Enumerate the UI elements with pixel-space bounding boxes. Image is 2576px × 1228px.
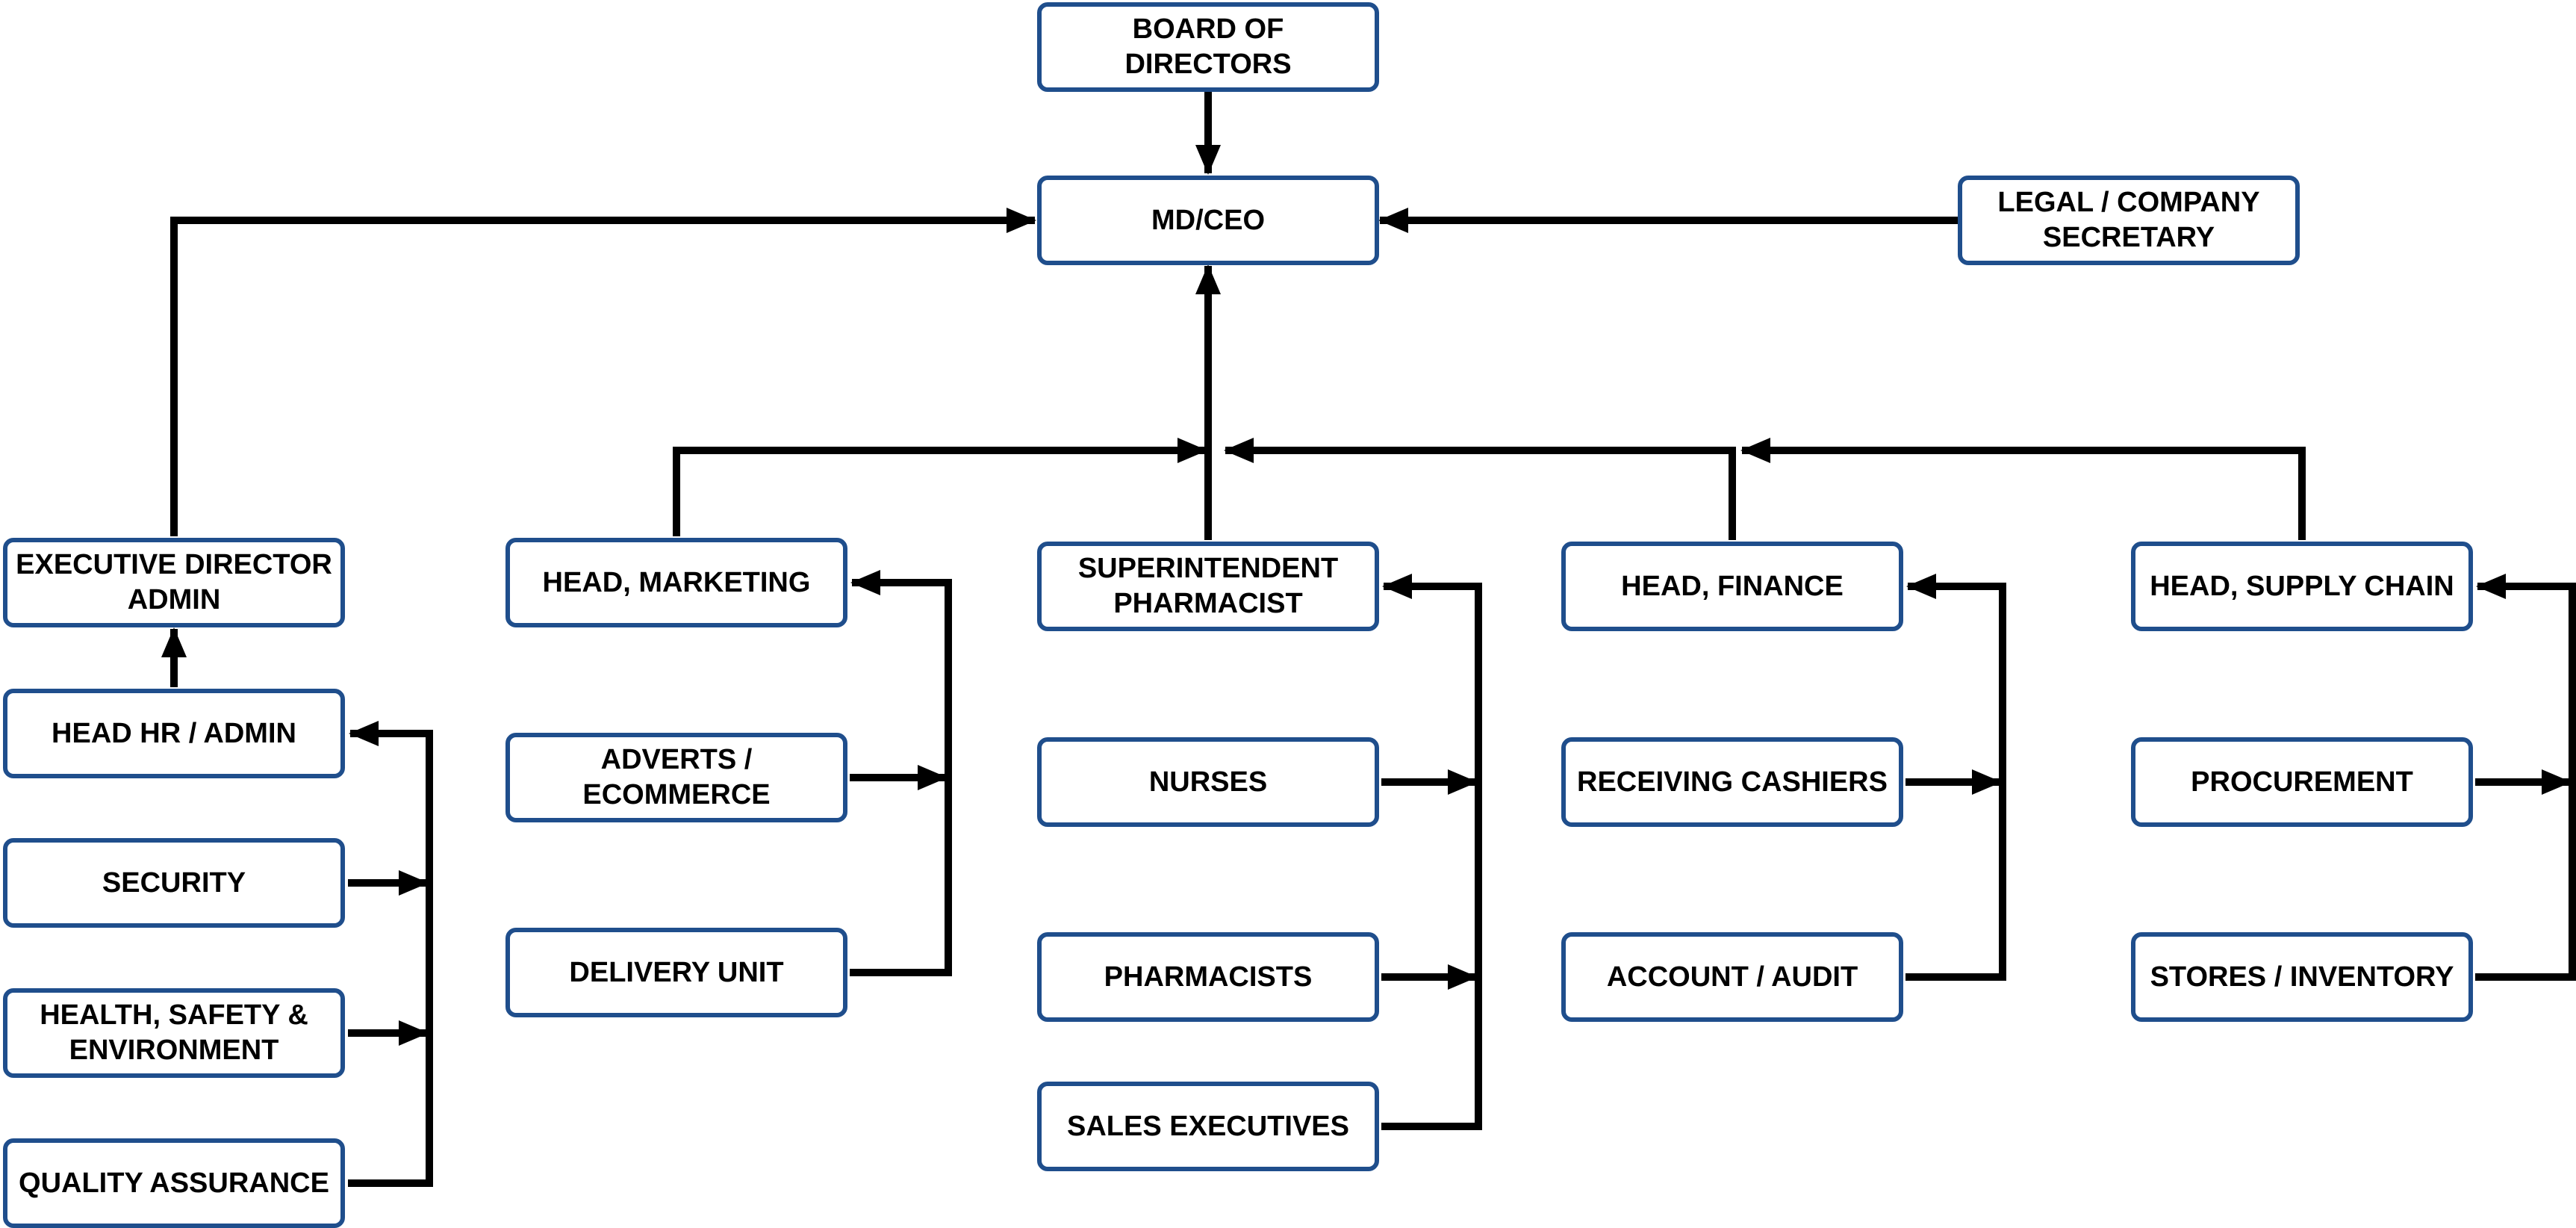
executive-director-admin-box: EXECUTIVE DIRECTOR ADMIN — [3, 538, 345, 627]
superintendent-pharmacist-box: SUPERINTENDENT PHARMACIST — [1037, 542, 1379, 631]
md-ceo-box: MD/CEO — [1037, 176, 1379, 265]
head-supply-chain-box: HEAD, SUPPLY CHAIN — [2131, 542, 2473, 631]
legal-company-secretary-box: LEGAL / COMPANY SECRETARY — [1958, 176, 2300, 265]
head-finance-box: HEAD, FINANCE — [1561, 542, 1903, 631]
connector-audit-bracket — [1905, 574, 2006, 981]
connector-qa-bracket — [348, 721, 433, 1187]
connector-marketing-to-ceo — [673, 438, 1207, 536]
connector-stores-bracket — [2475, 574, 2576, 981]
pharmacists-box: PHARMACISTS — [1037, 932, 1379, 1022]
health-safety-environment-box: HEALTH, SAFETY & ENVIRONMENT — [3, 988, 345, 1078]
adverts-ecommerce-box: ADVERTS / ECOMMERCE — [505, 733, 847, 822]
delivery-unit-box: DELIVERY UNIT — [505, 928, 847, 1017]
connector-supply-to-ceo — [1740, 438, 2306, 540]
connector-finance-to-ceo — [1224, 438, 1736, 540]
head-hr-admin-box: HEAD HR / ADMIN — [3, 689, 345, 778]
procurement-box: PROCUREMENT — [2131, 737, 2473, 827]
account-audit-box: ACCOUNT / AUDIT — [1561, 932, 1903, 1022]
security-box: SECURITY — [3, 838, 345, 928]
connector-delivery-bracket — [850, 570, 952, 976]
head-marketing-box: HEAD, MARKETING — [505, 538, 847, 627]
quality-assurance-box: QUALITY ASSURANCE — [3, 1138, 345, 1228]
board-of-directors-box: BOARD OF DIRECTORS — [1037, 2, 1379, 92]
nurses-box: NURSES — [1037, 737, 1379, 827]
receiving-cashiers-box: RECEIVING CASHIERS — [1561, 737, 1903, 827]
connector-sales-bracket — [1381, 574, 1482, 1130]
stores-inventory-box: STORES / INVENTORY — [2131, 932, 2473, 1022]
sales-executives-box: SALES EXECUTIVES — [1037, 1082, 1379, 1171]
connector-exec-to-ceo — [170, 208, 1036, 536]
